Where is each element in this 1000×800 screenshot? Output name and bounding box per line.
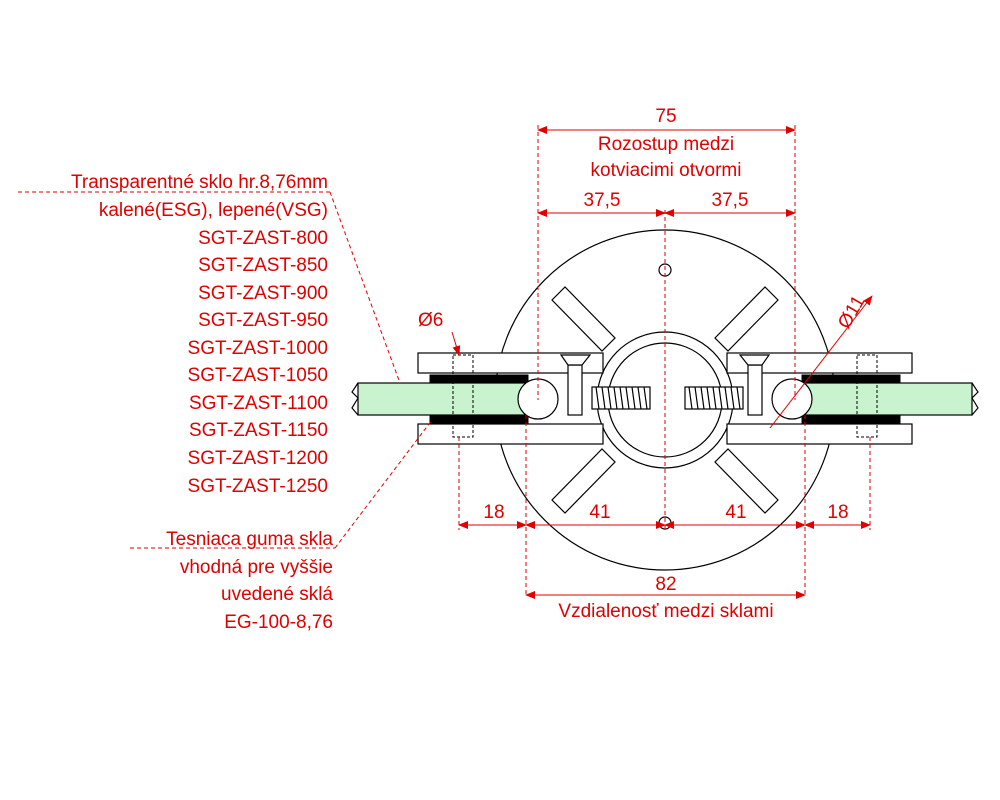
dim-top-half-left: 37,5 <box>584 190 621 211</box>
model-1: SGT-ZAST-800 <box>198 228 328 249</box>
top-dimensions: 75 Rozostup medzi kotviacimi otvormi 37,… <box>537 106 796 400</box>
model-10: SGT-ZAST-1250 <box>188 476 328 497</box>
dim-bottom-total: 82 <box>655 574 676 595</box>
right-gasket-bottom <box>801 414 901 424</box>
left-gasket-top <box>429 374 529 384</box>
gasket-callout: Tesniaca guma skla vhodná pre vyššie uve… <box>130 419 433 633</box>
right-clamp <box>684 352 979 445</box>
right-glass-pane <box>801 382 973 416</box>
model-2: SGT-ZAST-850 <box>198 255 328 276</box>
dim-top-caption-line1: Rozostup medzi <box>598 134 734 155</box>
dim-bottom-right-outer: 18 <box>827 502 848 523</box>
model-6: SGT-ZAST-1050 <box>188 365 328 386</box>
gasket-line2: vhodná pre vyššie <box>180 557 333 578</box>
gasket-line3: uvedené sklá <box>221 584 333 605</box>
model-5: SGT-ZAST-1000 <box>188 338 328 359</box>
dim-bottom-right-inner: 41 <box>725 502 746 523</box>
dim-hole-small: Ø6 <box>418 310 443 331</box>
left-clamp <box>351 352 651 445</box>
model-7: SGT-ZAST-1100 <box>189 393 328 414</box>
dim-bottom-caption: Vzdialenosť medzi sklami <box>558 601 773 622</box>
dim-top-caption-line2: kotviacimi otvormi <box>591 160 742 181</box>
model-3: SGT-ZAST-900 <box>198 283 328 304</box>
glass-type: kalené(ESG), lepené(VSG) <box>99 200 328 221</box>
dim-bottom-left-outer: 18 <box>483 502 504 523</box>
right-gasket-top <box>801 374 901 384</box>
left-glass-pane <box>357 382 529 416</box>
model-4: SGT-ZAST-950 <box>198 310 328 331</box>
model-9: SGT-ZAST-1200 <box>188 448 328 469</box>
gasket-line4: EG-100-8,76 <box>224 612 333 633</box>
gasket-line1: Tesniaca guma skla <box>166 529 333 550</box>
dim-top-half-right: 37,5 <box>712 190 749 211</box>
dim-hole-large: Ø11 <box>834 292 869 332</box>
bottom-dimensions: 18 41 41 18 82 Vzdialenosť medzi sklami <box>458 415 871 622</box>
spokes <box>551 286 779 514</box>
glass-callout: Transparentné sklo hr.8,76mm kalené(ESG)… <box>18 172 401 497</box>
dim-bottom-left-inner: 41 <box>589 502 610 523</box>
left-gasket-bottom <box>429 414 529 424</box>
dim-top-total: 75 <box>655 106 676 127</box>
model-8: SGT-ZAST-1150 <box>189 420 328 441</box>
glass-title: Transparentné sklo hr.8,76mm <box>71 172 328 193</box>
